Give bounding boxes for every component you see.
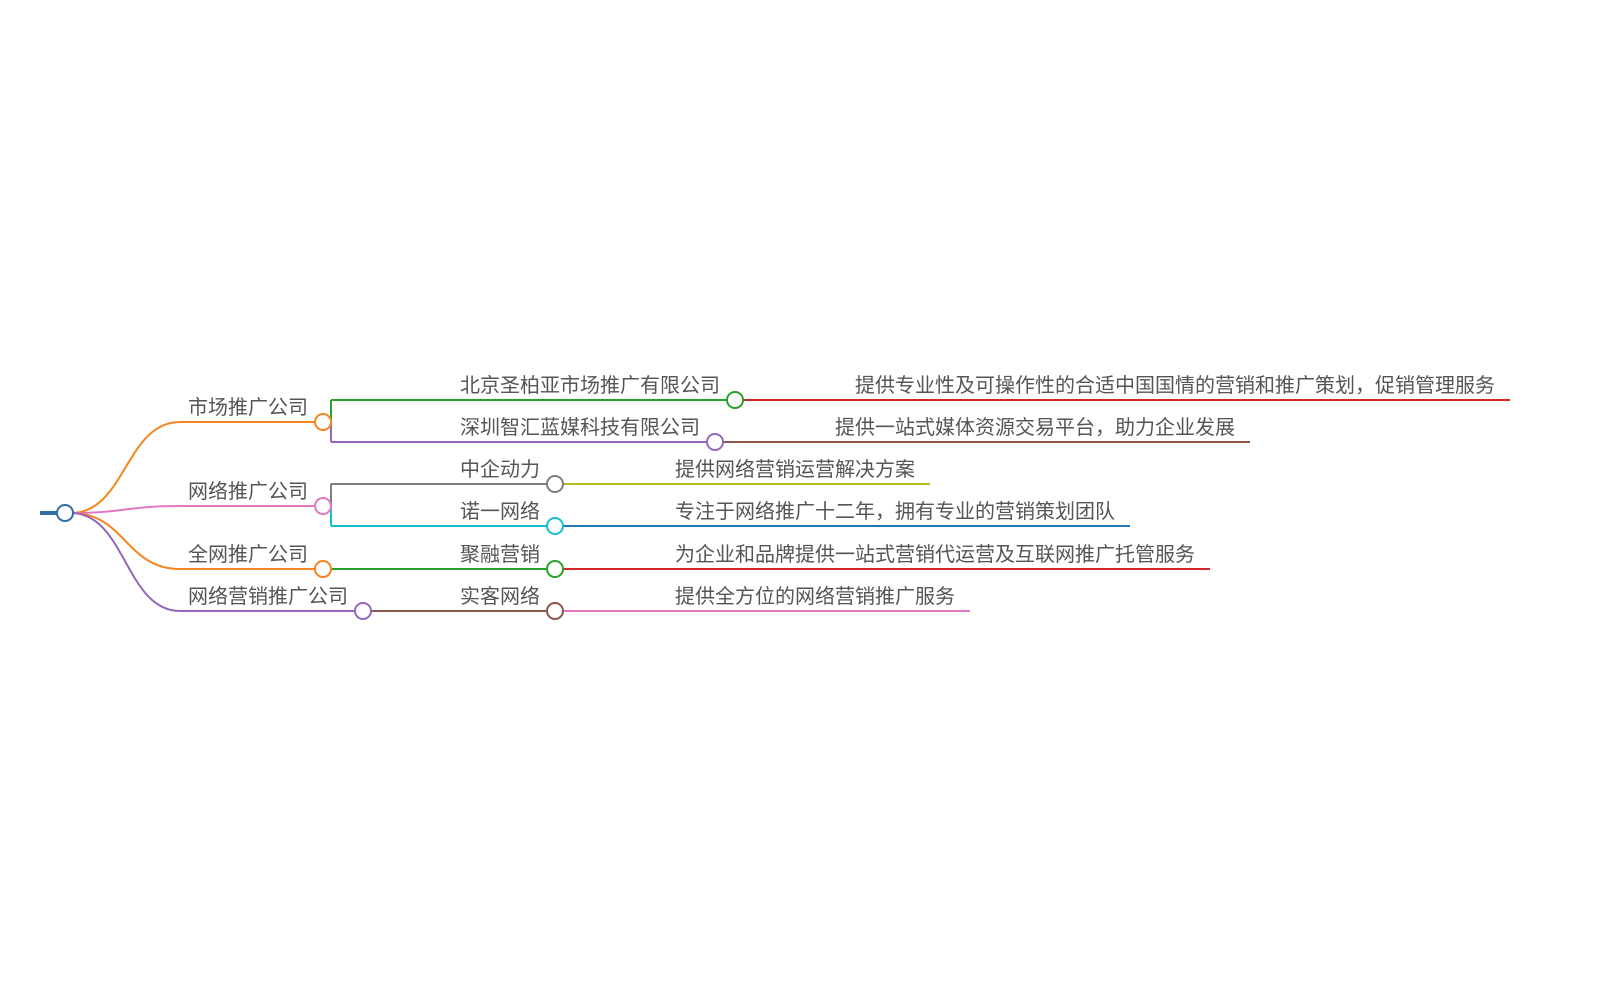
company-node[interactable] <box>546 475 564 493</box>
branch-label[interactable]: 网络推广公司 <box>188 479 308 503</box>
detail-label[interactable]: 提供专业性及可操作性的合适中国国情的营销和推广策划，促销管理服务 <box>855 373 1495 397</box>
branch-label[interactable]: 全网推广公司 <box>188 542 308 566</box>
branch-link <box>70 512 181 612</box>
company-node[interactable] <box>546 602 564 620</box>
company-label[interactable]: 中企动力 <box>460 457 540 481</box>
company-node[interactable] <box>706 433 724 451</box>
root-node[interactable] <box>56 504 74 522</box>
company-label[interactable]: 实客网络 <box>460 584 540 608</box>
detail-label[interactable]: 提供网络营销运营解决方案 <box>675 457 915 481</box>
company-label[interactable]: 北京圣柏亚市场推广有限公司 <box>460 373 720 397</box>
company-node[interactable] <box>546 517 564 535</box>
branch-node[interactable] <box>354 602 372 620</box>
mindmap-nodes: 市场推广公司 北京圣柏亚市场推广有限公司 提供专业性及可操作性的合适中国国情的营销和… <box>56 373 1495 620</box>
branch-label[interactable]: 网络营销推广公司 <box>188 584 348 608</box>
detail-label[interactable]: 专注于网络推广十二年，拥有专业的营销策划团队 <box>675 499 1115 523</box>
company-node[interactable] <box>546 560 564 578</box>
branch-node[interactable] <box>314 413 332 431</box>
company-node[interactable] <box>726 391 744 409</box>
branch-link <box>70 512 181 570</box>
detail-label[interactable]: 为企业和品牌提供一站式营销代运营及互联网推广托管服务 <box>675 542 1195 566</box>
branch-node[interactable] <box>314 560 332 578</box>
branch-link <box>70 421 181 514</box>
branch-link <box>70 505 181 514</box>
branch-label[interactable]: 市场推广公司 <box>188 395 308 419</box>
company-label[interactable]: 诺一网络 <box>460 499 540 523</box>
branch-node[interactable] <box>314 497 332 515</box>
mindmap-links <box>40 399 1510 612</box>
company-label[interactable]: 聚融营销 <box>460 542 540 566</box>
company-label[interactable]: 深圳智汇蓝媒科技有限公司 <box>460 415 700 439</box>
detail-label[interactable]: 提供全方位的网络营销推广服务 <box>675 584 955 608</box>
detail-label[interactable]: 提供一站式媒体资源交易平台，助力企业发展 <box>835 415 1235 439</box>
